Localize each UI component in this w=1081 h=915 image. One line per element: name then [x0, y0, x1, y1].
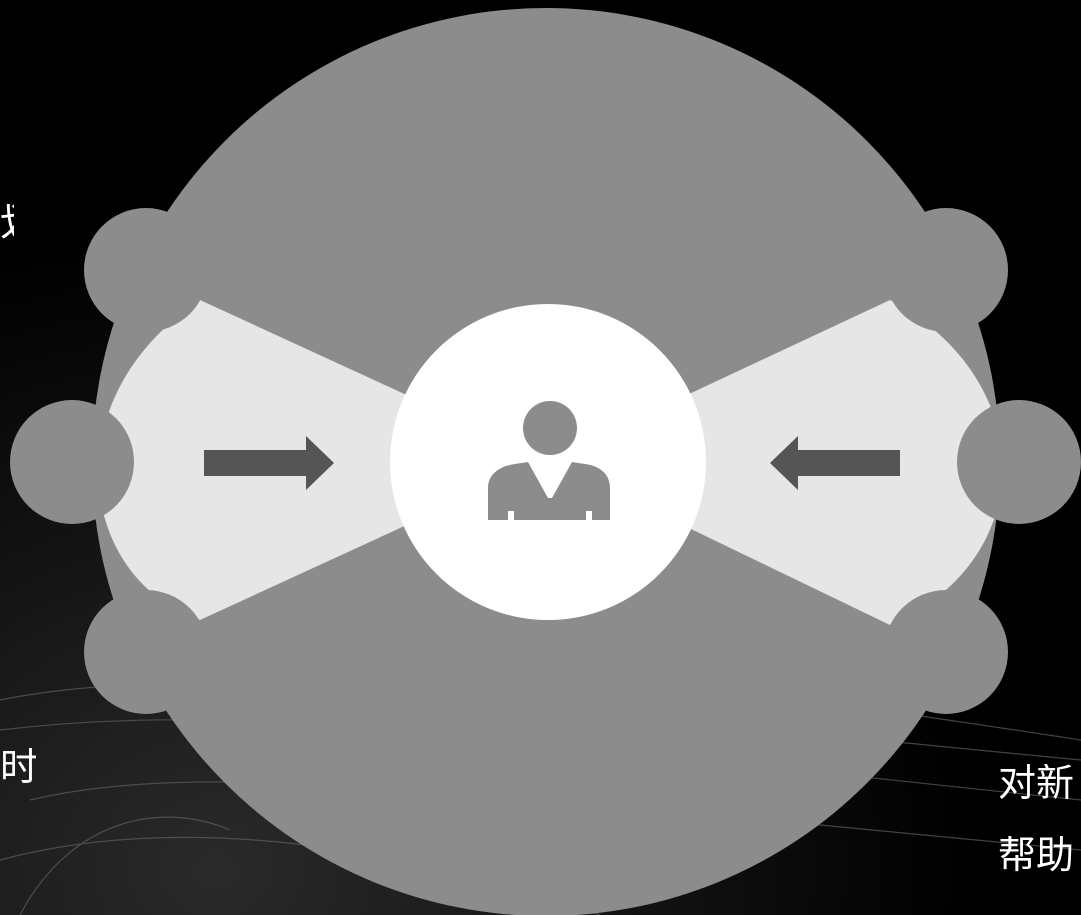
text-fragment-left-bottom: 时 [0, 748, 36, 786]
node-middle-right [957, 400, 1081, 524]
center-circle [390, 304, 706, 620]
arrow-left-icon [770, 436, 900, 490]
text-fragment-right-line1: 对新 [998, 764, 1075, 802]
arrow-right-icon [204, 436, 334, 490]
node-top-right [884, 208, 1008, 332]
node-bottom-left [84, 590, 208, 714]
node-top-left [84, 208, 208, 332]
person-icon [488, 401, 610, 521]
text-fragment-left-top: 划 [0, 204, 14, 242]
node-bottom-right [884, 590, 1008, 714]
node-middle-left [10, 400, 134, 524]
text-fragment-right-line2: 帮助 [998, 836, 1075, 874]
